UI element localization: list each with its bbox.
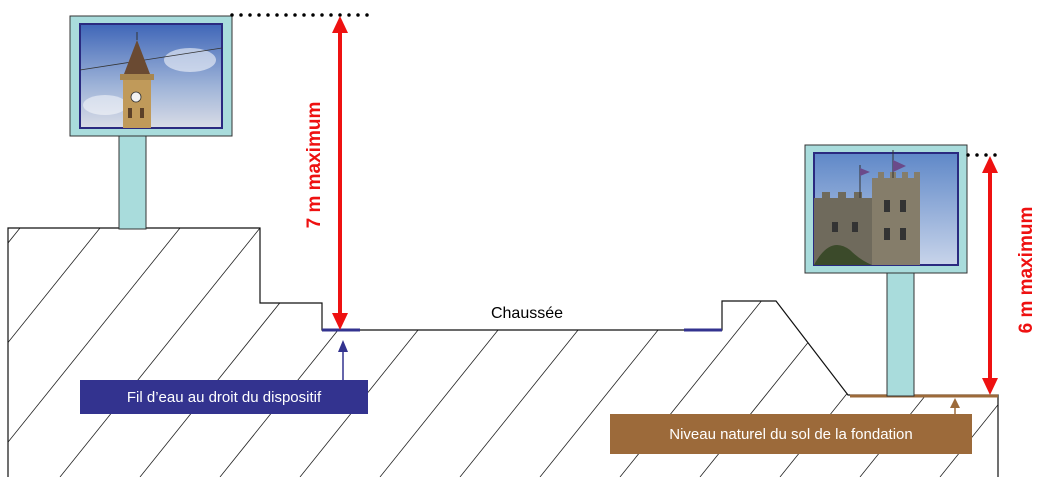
roadway-label: Chaussée [491,305,563,322]
left-sign-post [118,134,147,230]
left-sign [69,15,233,230]
castle-tower-with-flags-icon [813,150,959,266]
natural-ground-label: Niveau naturel du sol de la fondation [610,414,972,454]
church-bell-tower-icon [79,23,223,129]
right-sign [804,144,968,397]
gutter-pointer-arrow [338,340,348,380]
right-sign-post [886,272,915,397]
left-height-label: 7 m maximum [304,102,325,229]
right-height-label: 6 m maximum [1016,207,1037,334]
right-height-arrow [982,156,998,395]
gutter-line-label: Fil d’eau au droit du dispositif [80,380,368,414]
left-height-arrow [332,16,348,330]
ground-pointer-arrow [950,398,960,414]
